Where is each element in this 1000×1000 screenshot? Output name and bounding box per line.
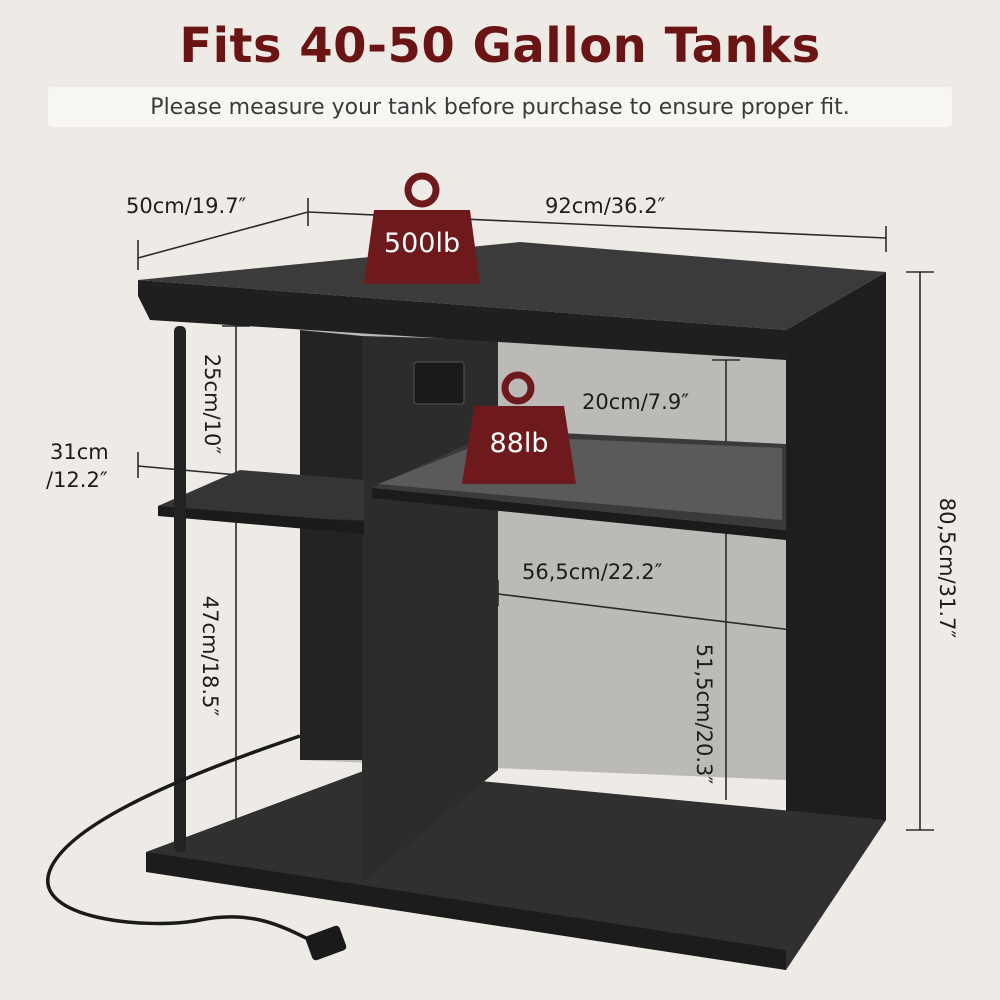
aquarium-stand [46,242,886,970]
dim-height: 80,5cm/31.7″ [935,497,959,639]
dim-small-shelf-depth-2: /12.2″ [46,468,108,492]
subtitle-text: Please measure your tank before purchase… [150,95,850,120]
dim-bottom-clearance-left: 47cm/18.5″ [198,595,222,717]
dim-depth: 50cm/19.7″ [126,194,247,218]
dim-width: 92cm/36.2″ [545,194,666,218]
weight-shelf-label: 88lb [489,428,549,459]
dim-inner-width: 56,5cm/22.2″ [522,560,663,584]
weight-badge-shelf [462,371,576,484]
dim-top-clearance-right: 20cm/7.9″ [582,390,690,414]
dim-small-shelf-depth-1: 31cm [50,440,109,464]
subtitle-banner: Please measure your tank before purchase… [48,87,952,127]
page-title: Fits 40-50 Gallon Tanks [179,18,821,74]
weight-top-label: 500lb [383,228,461,259]
dim-bottom-clearance-right: 51,5cm/20.3″ [692,643,716,785]
dim-top-clearance-left: 25cm/10″ [200,353,224,455]
weight-badge-top [364,172,480,284]
